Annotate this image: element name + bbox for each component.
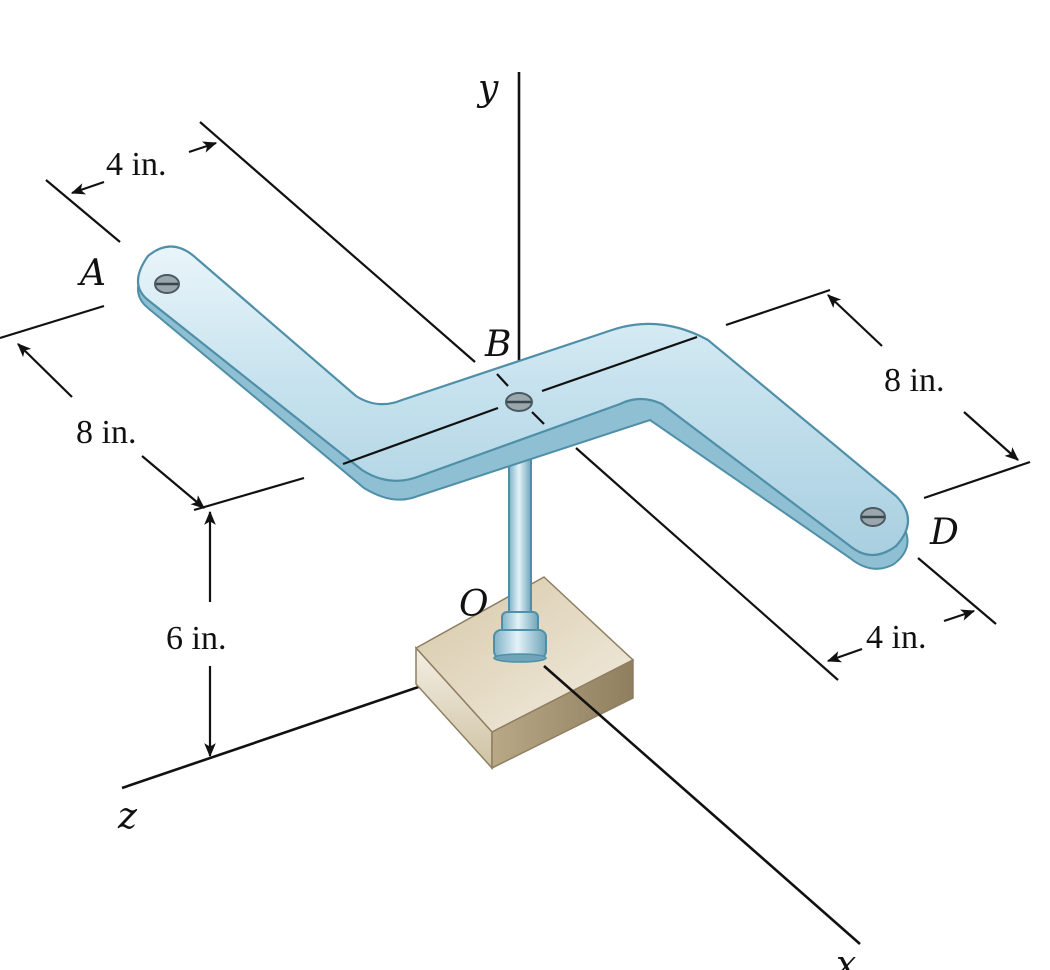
screw-icon-D <box>860 507 886 527</box>
support-rod <box>493 439 547 663</box>
ext-line-B-top <box>199 121 476 363</box>
dim-arrow-4in-bottom-right <box>943 609 976 623</box>
point-label-B: B <box>484 324 511 365</box>
ext-line-bar-left <box>193 476 305 512</box>
axis-label-x: x <box>836 944 856 970</box>
dim-label-6in: 6 in. <box>166 620 226 657</box>
ext-line-B-bottom <box>575 447 839 681</box>
dim-label-8in-right: 8 in. <box>884 362 944 399</box>
dim-arrow-8in-left-up <box>17 343 73 398</box>
ext-line-D-bottom <box>917 557 997 625</box>
point-label-A: A <box>77 253 106 294</box>
ext-line-A-top <box>45 179 121 243</box>
x-axis <box>543 665 861 945</box>
screw-icon-B <box>505 392 533 412</box>
dim-arrow-8in-right-up <box>827 294 883 347</box>
point-label-O: O <box>459 584 489 625</box>
bar-centerline-right <box>541 335 698 393</box>
dim-arrow-8in-left-down <box>141 455 205 509</box>
screw-icon-A <box>154 274 180 294</box>
dim-label-4in-top: 4 in. <box>106 146 166 183</box>
dim-label-4in-bottom: 4 in. <box>866 619 926 656</box>
dim-arrow-4in-bottom-left <box>826 647 863 663</box>
cross-mark-lower <box>531 411 545 425</box>
dim-label-8in-left: 8 in. <box>76 414 136 451</box>
axis-label-y: y <box>476 68 499 109</box>
dim-arrow-4in-top-right <box>188 141 218 154</box>
point-label-D: D <box>929 512 959 553</box>
dim-arrow-8in-right-down <box>963 411 1019 461</box>
axis-label-z: z <box>117 796 138 837</box>
cross-mark-upper <box>496 373 509 387</box>
ext-line-A-left <box>0 304 105 340</box>
ext-line-D-right <box>923 460 1031 500</box>
dim-arrow-4in-top-left <box>70 180 105 195</box>
bar-centerline-left <box>342 406 499 466</box>
ext-line-bar-right <box>725 288 831 327</box>
